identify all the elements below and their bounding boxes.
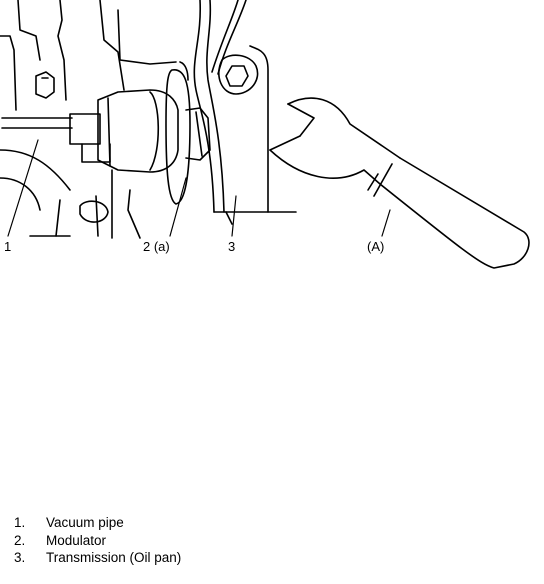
modulator <box>97 61 211 205</box>
callout-vacuum-pipe: 1 <box>4 239 12 254</box>
callout-modulator: 2 (a) <box>143 239 170 254</box>
vacuum-pipe <box>1 113 111 163</box>
background-structure <box>0 0 177 239</box>
legend-label: Modulator <box>46 532 107 548</box>
callout-transmission: 3 <box>228 239 236 254</box>
parts-legend: 1. Vacuum pipe 2. Modulator 3. Transmiss… <box>14 514 181 567</box>
modulator-removal-illustration <box>0 0 530 269</box>
bolt-head <box>35 71 55 99</box>
legend-item: 2. Modulator <box>14 532 181 550</box>
legend-number: 2. <box>14 532 26 548</box>
legend-number: 1. <box>14 515 26 530</box>
leader-lines <box>7 139 391 237</box>
special-tool-wrench <box>269 97 530 269</box>
legend-number: 3. <box>14 550 26 565</box>
legend-item: 3. Transmission (Oil pan) <box>14 549 181 567</box>
legend-label: Vacuum pipe <box>46 515 124 530</box>
legend-label: Transmission (Oil pan) <box>46 550 182 565</box>
callout-special-tool: (A) <box>367 239 385 254</box>
legend-item: 1. Vacuum pipe <box>14 514 181 532</box>
transmission-case <box>193 0 297 225</box>
